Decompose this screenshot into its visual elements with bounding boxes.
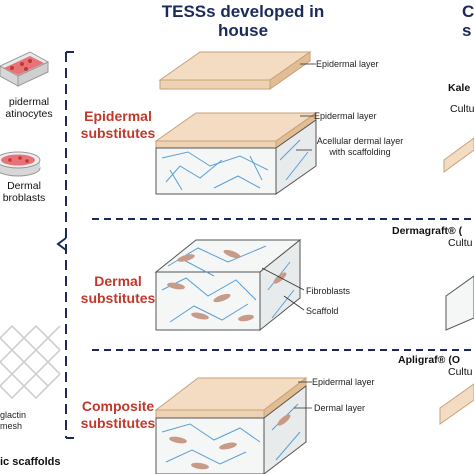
mesh-caption-line2: mesh xyxy=(0,421,23,431)
bottom-left-label: ic scaffolds xyxy=(0,456,61,468)
fibroblast-caption-line2: broblasts xyxy=(2,192,46,204)
category-epidermal-line2: substitutes xyxy=(80,125,156,141)
label-acellular-line1: Acellular dermal layer xyxy=(316,136,404,146)
right-title: C s xyxy=(462,2,474,40)
right-cultu: Cultu xyxy=(450,103,474,115)
category-epidermal: Epidermal substitutes xyxy=(70,108,166,142)
keratinocyte-caption-line1: pidermal xyxy=(8,96,50,108)
mesh-scaffold-icon xyxy=(0,324,61,400)
keratinocyte-flask-icon xyxy=(0,51,50,87)
right-apligraf: Apligraf® (O xyxy=(398,354,460,366)
label-dermal-layer: Dermal layer xyxy=(314,403,366,413)
right-cultu-2: Cultu xyxy=(448,237,473,249)
right-title-line2: s xyxy=(462,21,472,40)
label-acellular-dermal-layer: Acellular dermal layer with scaffolding xyxy=(310,136,410,158)
fibroblast-caption-line1: Dermal xyxy=(7,180,41,192)
composite-substitute-block xyxy=(154,376,312,474)
category-epidermal-line1: Epidermal xyxy=(84,108,152,124)
dermal-substitute-block xyxy=(154,238,305,332)
label-acellular-line2: with scaffolding xyxy=(329,147,391,157)
category-composite: Composite substitutes xyxy=(70,398,166,432)
center-title-line2: house xyxy=(217,21,269,40)
keratinocyte-caption-line2: atinocytes xyxy=(5,108,53,120)
category-dermal-line2: substitutes xyxy=(80,290,156,306)
label-scaffold: Scaffold xyxy=(306,306,339,316)
mesh-caption: glactin mesh xyxy=(0,410,60,432)
keratinocyte-caption: pidermal atinocytes xyxy=(0,96,64,120)
right-title-line1: C xyxy=(462,2,474,21)
label-epidermal-layer-1: Epidermal layer xyxy=(316,59,379,69)
center-title-line1: TESSs developed in xyxy=(161,2,325,21)
center-title: TESSs developed in house xyxy=(150,2,336,40)
label-epidermal-layer-3: Epidermal layer xyxy=(312,377,375,387)
epidermal-sheet xyxy=(158,51,316,90)
right-kale: Kale xyxy=(448,82,471,94)
category-composite-line2: substitutes xyxy=(80,415,156,431)
right-cultu-3: Cultu xyxy=(448,366,473,378)
fibroblast-dish-icon xyxy=(0,151,41,177)
category-dermal: Dermal substitutes xyxy=(70,273,166,307)
left-bracket xyxy=(56,51,74,439)
epidermal-dermal-block xyxy=(154,112,318,195)
label-epidermal-layer-2: Epidermal layer xyxy=(314,111,377,121)
fibroblast-caption: Dermal broblasts xyxy=(0,180,52,204)
right-partial-products xyxy=(439,137,474,425)
category-dermal-line1: Dermal xyxy=(94,273,142,289)
label-fibroblasts: Fibroblasts xyxy=(306,286,351,296)
category-composite-line1: Composite xyxy=(81,398,155,414)
mesh-caption-line1: glactin xyxy=(0,410,27,420)
right-dermagraft: Dermagraft® ( xyxy=(392,225,463,237)
